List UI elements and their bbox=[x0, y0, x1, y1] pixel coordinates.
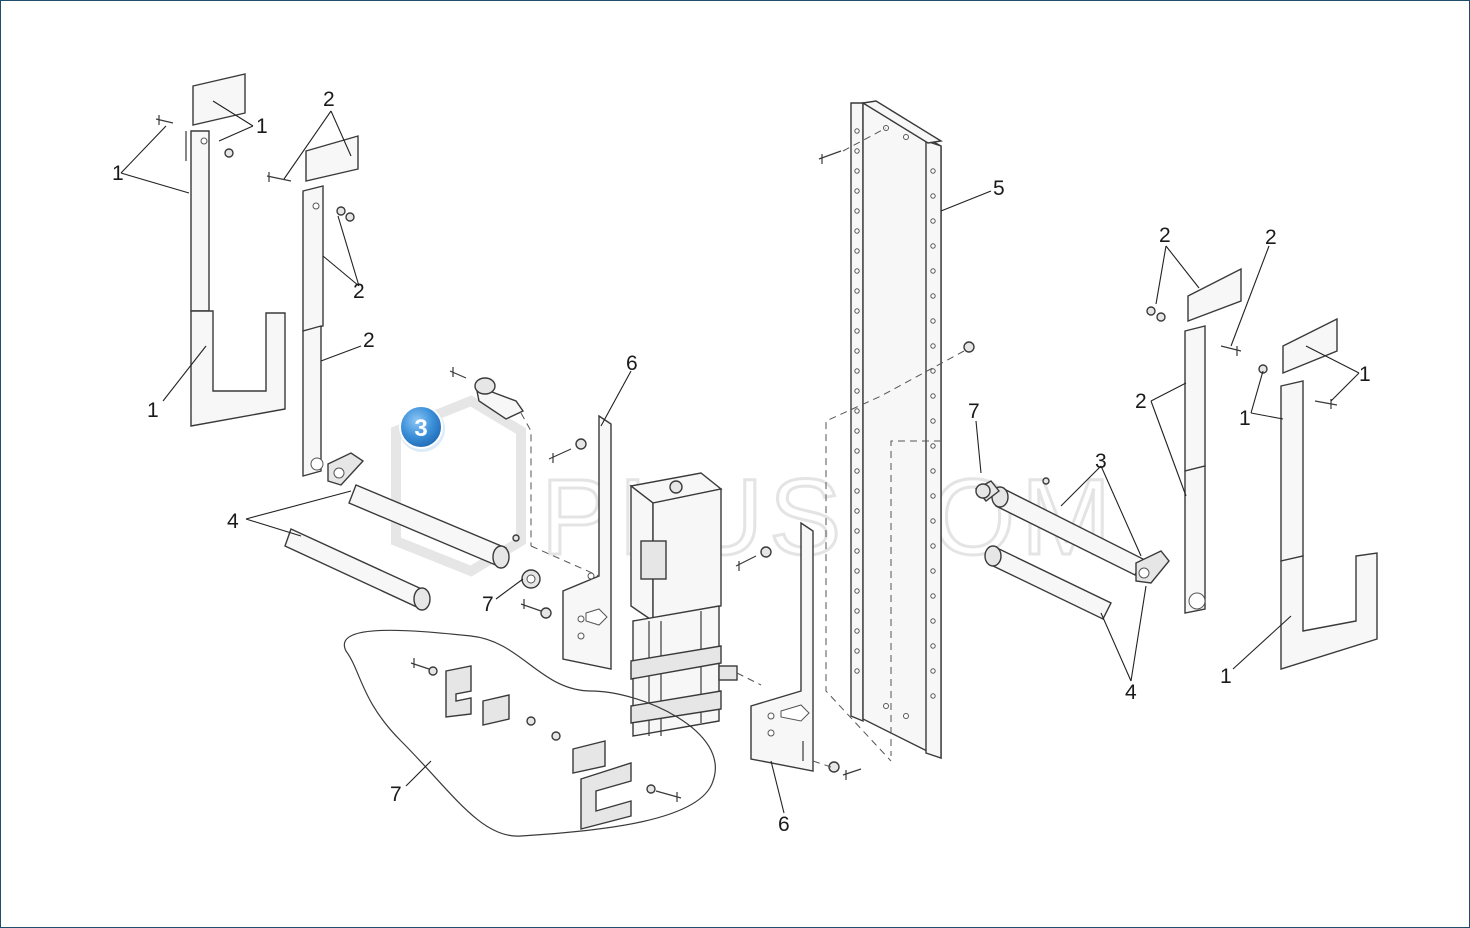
callout-6-center-plate: 6 bbox=[626, 352, 638, 375]
callout-2-nuts: 2 bbox=[353, 280, 365, 303]
right-hanger-2 bbox=[1146, 267, 1242, 614]
callout-1-left-bracket: 1 bbox=[147, 399, 159, 422]
top-shaft-assembly bbox=[449, 367, 532, 546]
tall-column bbox=[818, 100, 975, 762]
callout-1-left-bolt: 1 bbox=[112, 162, 124, 185]
callout-4-right-tubes: 4 bbox=[1125, 681, 1137, 704]
hotspot-badge[interactable]: 3 bbox=[399, 405, 445, 452]
left-hanger-2 bbox=[266, 135, 359, 477]
center-fasteners bbox=[512, 477, 1050, 619]
callout-2-hanger: 2 bbox=[363, 329, 375, 352]
callout-4-left-tubes: 4 bbox=[227, 510, 239, 533]
leader-lines bbox=[120, 100, 1360, 814]
callout-2-right-bolt: 2 bbox=[1265, 226, 1277, 249]
callout-2-right-nuts: 2 bbox=[1159, 224, 1171, 247]
callout-7-right-bushing: 7 bbox=[968, 400, 980, 423]
right-hanger-bracket bbox=[1258, 317, 1378, 670]
callouts: 1 1 2 2 2 1 4 6 7 7 6 5 7 3 2 2 2 1 1 4 … bbox=[112, 88, 1371, 836]
callout-1-right-bracket: 1 bbox=[1220, 665, 1232, 688]
callout-2-top: 2 bbox=[323, 88, 335, 111]
callout-3-right-tubes: 3 bbox=[1095, 450, 1107, 473]
right-side-plate bbox=[735, 521, 862, 780]
callout-5-column: 5 bbox=[993, 177, 1005, 200]
center-actuator bbox=[629, 472, 762, 737]
callout-7-hardware-kit: 7 bbox=[390, 783, 402, 806]
callout-1-left-plate: 1 bbox=[256, 115, 268, 138]
right-tubes bbox=[974, 480, 1170, 620]
column-holes bbox=[854, 125, 936, 719]
callout-7-center-bushing: 7 bbox=[482, 593, 494, 616]
center-side-plate bbox=[530, 414, 612, 670]
callout-1-right-plate: 1 bbox=[1359, 363, 1371, 386]
callout-1-right-bolt: 1 bbox=[1239, 407, 1251, 430]
hotspot-badge-label: 3 bbox=[414, 415, 427, 442]
left-tubes bbox=[284, 452, 510, 611]
hardware-kit bbox=[343, 629, 716, 837]
callout-6-right-plate: 6 bbox=[778, 813, 790, 836]
callout-2-right-hanger: 2 bbox=[1135, 390, 1147, 413]
